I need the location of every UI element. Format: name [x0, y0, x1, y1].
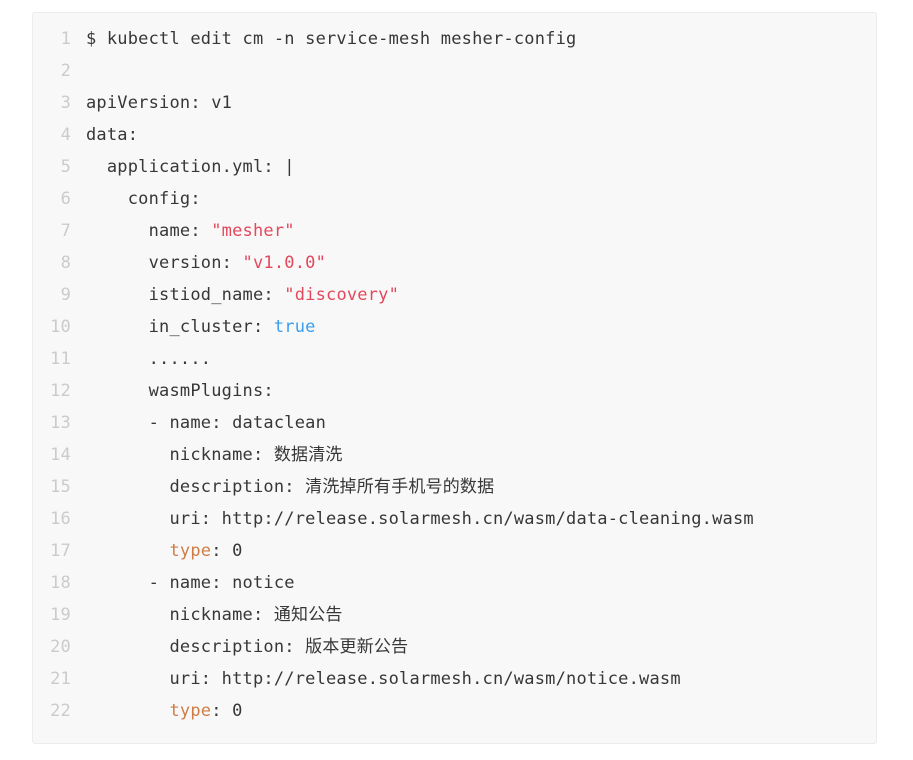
- line-number: 20: [50, 637, 71, 657]
- line-number: 2: [60, 61, 71, 81]
- code-segment-plain: config:: [86, 189, 201, 209]
- code-segment-plain: version:: [86, 253, 243, 273]
- code-text: in_cluster: true: [86, 317, 316, 337]
- code-text: apiVersion: v1: [86, 93, 232, 113]
- code-segment-string: "mesher": [211, 221, 295, 241]
- code-segment-plain: [86, 701, 169, 721]
- code-segment-plain: data:: [86, 125, 139, 145]
- line-number: 18: [50, 573, 71, 593]
- code-line: 13 - name: dataclean: [33, 407, 876, 439]
- code-line: 2: [33, 55, 876, 87]
- code-text: istiod_name: "discovery": [86, 285, 399, 305]
- code-text: uri: http://release.solarmesh.cn/wasm/da…: [86, 509, 754, 529]
- code-line: 6 config:: [33, 183, 876, 215]
- code-line: 10 in_cluster: true: [33, 311, 876, 343]
- code-line: 4 data:: [33, 119, 876, 151]
- line-number: 1: [60, 29, 71, 49]
- code-text: application.yml: |: [86, 157, 295, 177]
- code-line: 7 name: "mesher": [33, 215, 876, 247]
- line-number: 11: [50, 349, 71, 369]
- code-segment-keyword: type: [169, 541, 212, 561]
- code-segment-plain: wasmPlugins:: [86, 381, 274, 401]
- code-segment-plain: in_cluster:: [86, 317, 274, 337]
- code-line: 21 uri: http://release.solarmesh.cn/wasm…: [33, 663, 876, 695]
- code-segment-plain: apiVersion: v1: [86, 93, 233, 113]
- line-number: 14: [50, 445, 71, 465]
- line-number: 21: [50, 669, 71, 689]
- code-line: 22 type: 0: [33, 695, 876, 727]
- code-segment-plain: ......: [86, 349, 212, 369]
- line-number: 19: [50, 605, 71, 625]
- code-lines: 1 $ kubectl edit cm -n service-mesh meshe…: [33, 23, 876, 727]
- code-line: 18 - name: notice: [33, 567, 876, 599]
- code-text: type: 0: [86, 701, 243, 721]
- code-segment-plain: - name: dataclean: [86, 413, 327, 433]
- line-number: 15: [50, 477, 71, 497]
- code-text: $ kubectl edit cm -n service-mesh mesher…: [86, 29, 576, 49]
- code-text: wasmPlugins:: [86, 381, 274, 401]
- code-text: nickname: 数据清洗: [86, 445, 343, 465]
- code-line: 11 ......: [33, 343, 876, 375]
- line-number: 10: [50, 317, 71, 337]
- line-number: 7: [60, 221, 71, 241]
- code-line: 16 uri: http://release.solarmesh.cn/wasm…: [33, 503, 876, 535]
- code-line: 5 application.yml: |: [33, 151, 876, 183]
- code-line: 9 istiod_name: "discovery": [33, 279, 876, 311]
- code-segment-string: "discovery": [284, 285, 400, 305]
- line-number: 8: [60, 253, 71, 273]
- code-segment-plain: uri: http://release.solarmesh.cn/wasm/da…: [86, 509, 754, 529]
- line-number: 9: [60, 285, 71, 305]
- code-segment-plain: - name: notice: [86, 573, 295, 593]
- code-line: 19 nickname: 通知公告: [33, 599, 876, 631]
- line-number: 17: [50, 541, 71, 561]
- code-segment-plain: description: 清洗掉所有手机号的数据: [86, 477, 495, 497]
- code-text: ......: [86, 349, 211, 369]
- code-line: 1 $ kubectl edit cm -n service-mesh meshe…: [33, 23, 876, 55]
- code-segment-plain: nickname: 数据清洗: [86, 445, 343, 465]
- code-line: 14 nickname: 数据清洗: [33, 439, 876, 471]
- code-line: 8 version: "v1.0.0": [33, 247, 876, 279]
- line-number: 13: [50, 413, 71, 433]
- code-segment-plain: nickname: 通知公告: [86, 605, 343, 625]
- code-segment-plain: istiod_name:: [86, 285, 285, 305]
- code-segment-plain: name:: [86, 221, 212, 241]
- code-text: uri: http://release.solarmesh.cn/wasm/no…: [86, 669, 681, 689]
- code-segment-plain: uri: http://release.solarmesh.cn/wasm/no…: [86, 669, 681, 689]
- code-segment-plain: description: 版本更新公告: [86, 637, 409, 657]
- line-number: 4: [60, 125, 71, 145]
- line-number: 5: [60, 157, 71, 177]
- code-text: - name: dataclean: [86, 413, 326, 433]
- code-segment-boolean: true: [273, 317, 316, 337]
- line-number: 6: [60, 189, 71, 209]
- code-text: - name: notice: [86, 573, 295, 593]
- code-text: data:: [86, 125, 138, 145]
- code-segment-plain: application.yml: |: [86, 157, 295, 177]
- code-text: config:: [86, 189, 201, 209]
- code-text: nickname: 通知公告: [86, 605, 343, 625]
- code-text: description: 版本更新公告: [86, 637, 408, 657]
- code-block: 1 $ kubectl edit cm -n service-mesh meshe…: [32, 12, 877, 744]
- code-line: 15 description: 清洗掉所有手机号的数据: [33, 471, 876, 503]
- code-line: 17 type: 0: [33, 535, 876, 567]
- code-text: name: "mesher": [86, 221, 295, 241]
- line-number: 3: [60, 93, 71, 113]
- code-text: type: 0: [86, 541, 243, 561]
- code-line: 20 description: 版本更新公告: [33, 631, 876, 663]
- code-segment-keyword: type: [169, 701, 212, 721]
- code-text: version: "v1.0.0": [86, 253, 326, 273]
- line-number: 16: [50, 509, 71, 529]
- code-segment-plain: $ kubectl edit cm -n service-mesh mesher…: [86, 29, 577, 49]
- code-segment-plain: [86, 541, 169, 561]
- code-segment-string: "v1.0.0": [242, 253, 327, 273]
- code-line: 3 apiVersion: v1: [33, 87, 876, 119]
- code-segment-plain: : 0: [211, 541, 243, 561]
- code-segment-plain: : 0: [211, 701, 243, 721]
- line-number: 22: [50, 701, 71, 721]
- line-number: 12: [50, 381, 71, 401]
- code-line: 12 wasmPlugins:: [33, 375, 876, 407]
- code-text: description: 清洗掉所有手机号的数据: [86, 477, 494, 497]
